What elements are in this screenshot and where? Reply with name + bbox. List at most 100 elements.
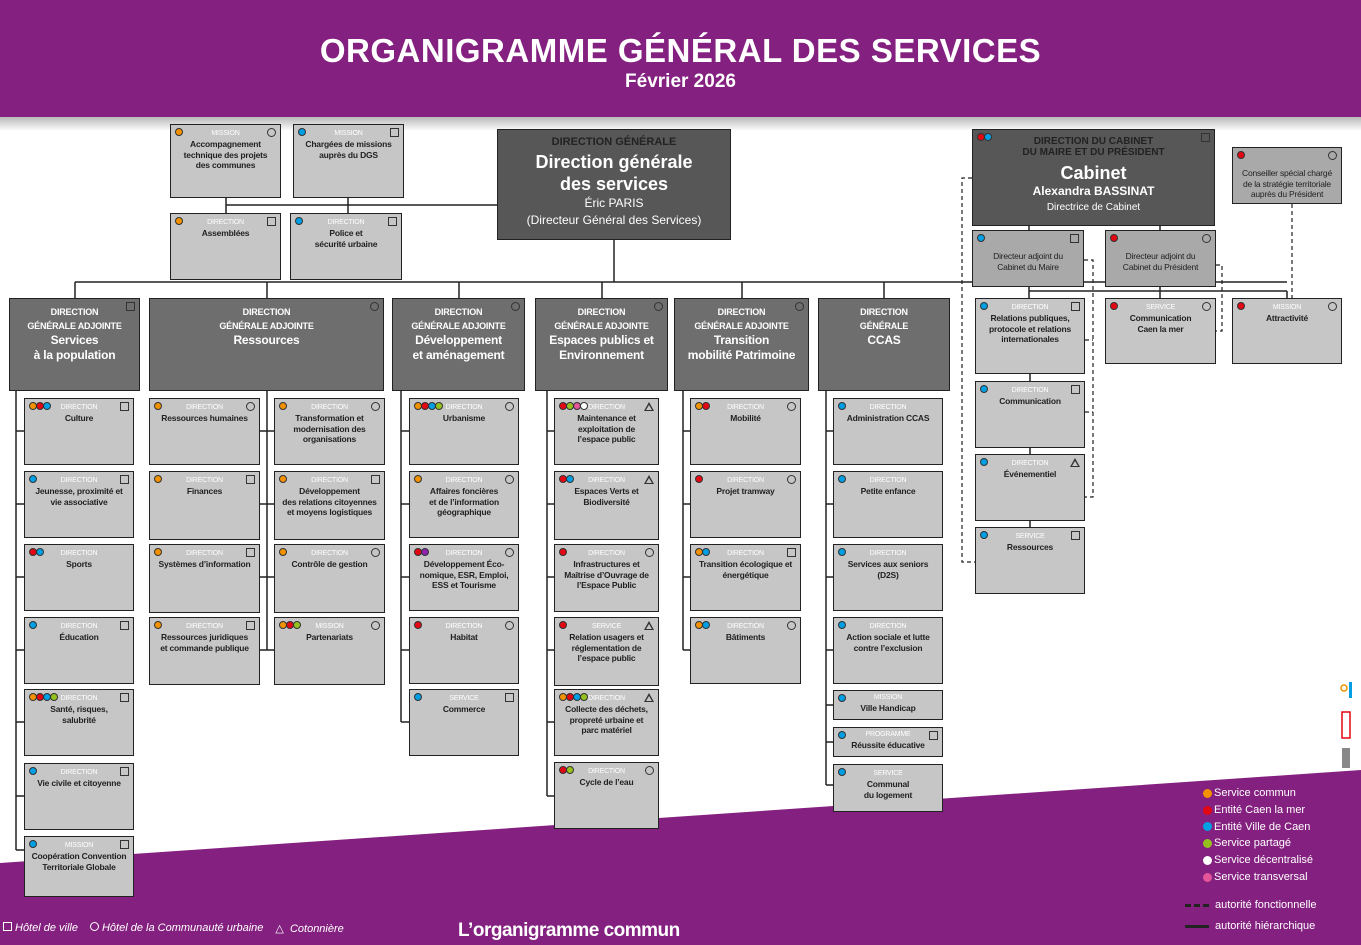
box-title: Ressources humaines [161, 413, 248, 423]
site-square-icon [120, 693, 129, 702]
entity-dot-orange-icon [154, 475, 162, 483]
site-circle-icon [787, 475, 796, 484]
legend-label: Entité Caen la mer [1214, 803, 1306, 816]
site-circle-icon [370, 302, 379, 311]
entity-dot-red-icon [559, 548, 567, 556]
box-title: Projet tramway [716, 486, 775, 496]
box-type-label: MISSION [334, 130, 363, 137]
entity-dots [559, 402, 588, 410]
circle-icon [89, 922, 99, 931]
entity-dot-orange-icon [279, 402, 287, 410]
entity-dots [29, 693, 58, 701]
entity-dot-blue-icon [29, 475, 37, 483]
box-title: Communication [999, 396, 1061, 406]
box-type-label: DIRECTION DU CABINET [1033, 136, 1154, 147]
box-title: Santé, risques, salubrité [50, 704, 108, 725]
dashed-line-swatch [1185, 904, 1209, 907]
box-title: Relations publiques, protocole et relati… [988, 313, 1072, 344]
box-type-label: SERVICE [449, 695, 479, 702]
entity-dots [1110, 234, 1118, 242]
entity-dot-blue-icon [29, 840, 37, 848]
org-box-adjMaire[interactable]: Directeur adjoint du Cabinet du Maire [972, 230, 1084, 287]
entity-dots [695, 475, 703, 483]
site-circle-icon [1202, 234, 1211, 243]
entity-dot-blue-icon [566, 475, 574, 483]
entity-dot-red-icon [1237, 151, 1245, 159]
org-box-adjPres[interactable]: Directeur adjoint du Cabinet du Présiden… [1105, 230, 1216, 287]
site-square-icon [1071, 385, 1080, 394]
box-title: Services à la population [33, 333, 116, 362]
org-box-conseiller[interactable]: Conseiller spécial chargé de la stratégi… [1232, 147, 1342, 204]
legend-item: Service partagé [1203, 835, 1313, 852]
direction-generale-box[interactable]: DIRECTION GÉNÉRALE Direction générale de… [497, 129, 731, 240]
entity-dots [279, 475, 287, 483]
entity-dots [838, 475, 846, 483]
entity-dots [980, 458, 988, 466]
square-icon [3, 922, 12, 931]
entity-dot-blue-icon [414, 693, 422, 701]
legend-item: Service transversal [1203, 869, 1313, 886]
site-triangle-icon [644, 475, 654, 484]
site-circle-icon [246, 402, 255, 411]
entity-dot-red-icon [1110, 302, 1118, 310]
entity-dots [279, 621, 301, 629]
box-type-label: MISSION [873, 694, 903, 701]
box-type-label: MISSION [315, 623, 344, 630]
cabinet-box[interactable]: DIRECTION DU CABINET DU MAIRE ET DU PRÉS… [972, 129, 1215, 226]
box-title: Développement Éco- nomique, ESR, Emploi,… [419, 559, 509, 590]
